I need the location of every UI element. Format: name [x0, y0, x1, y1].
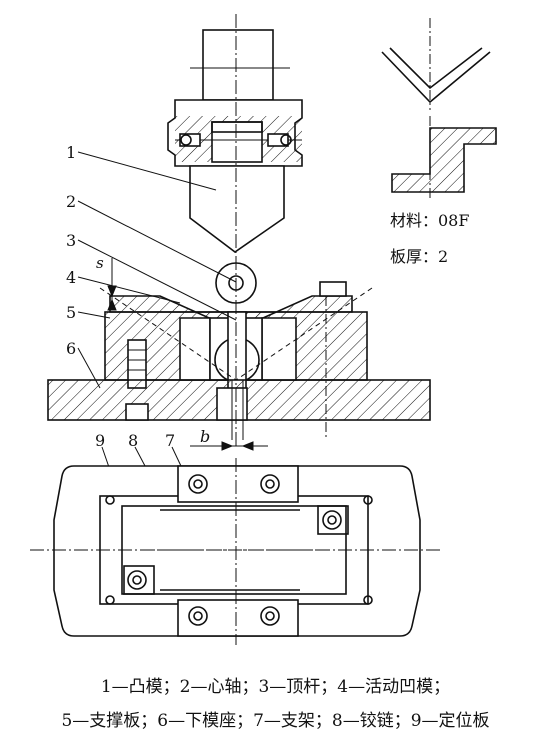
label-part-5: 5: [66, 303, 76, 322]
front-section-view: [47, 14, 431, 446]
label-part-9: 9: [95, 431, 105, 450]
dimension-b: [190, 441, 268, 451]
punch-shank: [202, 29, 274, 101]
caption-line-1: 1—凸模；2—心轴；3—顶杆；4—活动凹模；: [100, 677, 451, 697]
label-part-4: 4: [66, 268, 76, 287]
spec-material: 材料：08F: [390, 211, 469, 230]
label-part-2: 2: [66, 192, 76, 211]
label-part-6: 6: [66, 339, 76, 358]
punch: [189, 165, 285, 253]
dimension-s: [107, 258, 117, 311]
dimension-label-b: b: [200, 427, 210, 446]
label-part-3: 3: [66, 231, 76, 250]
label-part-7: 7: [165, 431, 175, 450]
label-part-1: 1: [66, 143, 76, 162]
spec-thickness: 板厚：2: [390, 247, 448, 266]
caption-line-2: 5—支撑板；6—下模座；7—支架；8—铰链；9—定位板: [61, 711, 490, 731]
dimension-label-s: s: [96, 254, 104, 272]
part-profile-sketch: [381, 18, 497, 200]
label-part-8: 8: [128, 431, 138, 450]
top-view: [30, 458, 440, 645]
